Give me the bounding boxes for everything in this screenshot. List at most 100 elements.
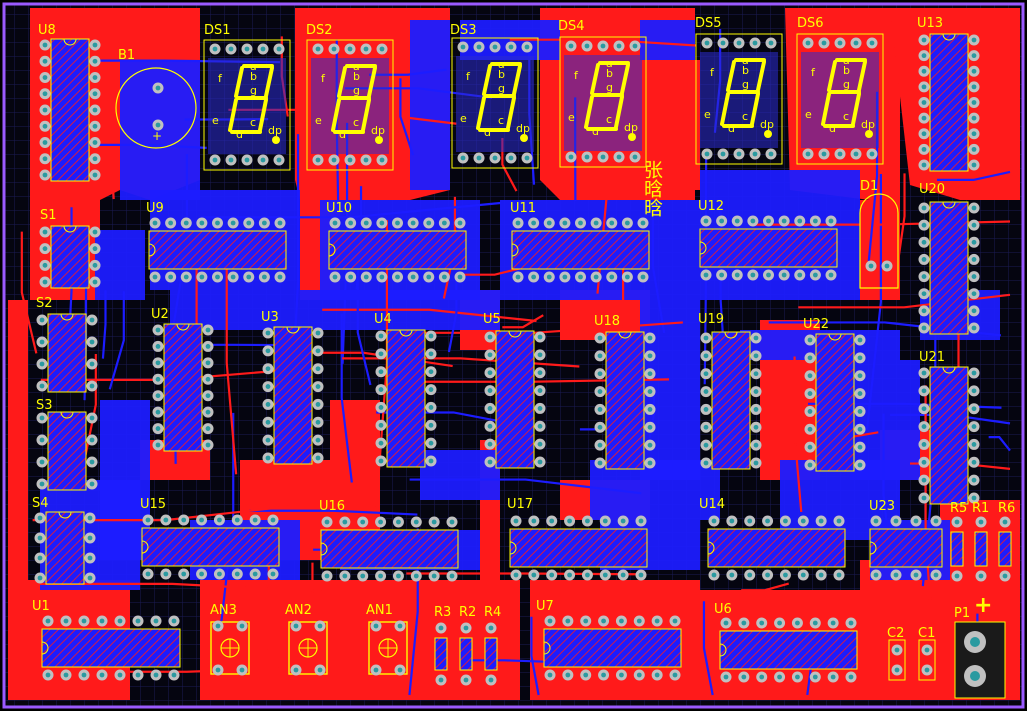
ic-u7-pin-t5-hole — [637, 619, 642, 624]
ic-u8-pin-l7-hole — [43, 156, 48, 161]
label-an3: AN3 — [210, 603, 237, 618]
ic-u21-pin-l6-hole — [922, 478, 927, 483]
label-u15: U15 — [140, 497, 166, 512]
ic-u18-pin-l2-hole — [598, 371, 603, 376]
ic-u10-pin-t1-hole — [348, 221, 353, 226]
label-u2: U2 — [151, 307, 169, 322]
ic-u18-pin-l0-hole — [598, 336, 603, 341]
ic-u13-pin-r4-hole — [972, 100, 977, 105]
ic-u7-pin-t3-hole — [601, 619, 606, 624]
ds3-pin-t0-hole — [461, 45, 466, 50]
ic-u7-pin-t6-hole — [655, 619, 660, 624]
ds5-pin-t1-hole — [721, 41, 726, 46]
ic-u3-pin-l2-hole — [266, 366, 271, 371]
ic-u19-pin-l4-hole — [704, 407, 709, 412]
ic-u3-pin-r7-hole — [316, 456, 321, 461]
display-ds3: fabgecddp — [452, 38, 538, 168]
ic-u6-pin-t5-hole — [813, 621, 818, 626]
ic-u11-pin-b6-hole — [609, 275, 614, 280]
ic-u17-pin-b5-hole — [603, 573, 608, 578]
ic-u4-pin-l4-hole — [379, 405, 384, 410]
ic-u22-pin-l5-hole — [808, 427, 813, 432]
ds6-pin-b3-hole — [854, 152, 859, 157]
ds6-segment-dp — [865, 130, 873, 138]
ic-s1-pin-r2-hole — [93, 263, 98, 268]
ic-u20-pin-l7-hole — [922, 326, 927, 331]
ds1-pin-t1-hole — [229, 47, 234, 52]
ic-u14-pin-t5-hole — [801, 519, 806, 524]
ic-u13-body — [930, 34, 968, 171]
ic-s1-pin-l2-hole — [43, 263, 48, 268]
ic-u22-pin-r6-hole — [858, 445, 863, 450]
ds2-pin-label-b: b — [353, 70, 360, 83]
ic-u23-pin-b0-hole — [874, 573, 879, 578]
label-u19: U19 — [698, 312, 724, 327]
ds6-pin-label-b: b — [843, 64, 850, 77]
ic-u12-pin-b3-hole — [750, 273, 755, 278]
ic-u9-pin-b8-hole — [278, 275, 283, 280]
label-s2: S2 — [36, 296, 53, 311]
ic-u4-pin-r4-hole — [429, 405, 434, 410]
ic-u13-pin-l4-hole — [922, 100, 927, 105]
label-r4: R4 — [484, 605, 501, 620]
ic-u2-pin-l0-hole — [156, 328, 161, 333]
ic-u1-pin-b1-hole — [64, 673, 69, 678]
ic-u12-pin-t3-hole — [750, 219, 755, 224]
label-u9: U9 — [146, 201, 164, 216]
ic-u21-pin-r6-hole — [972, 478, 977, 483]
label-ds5: DS5 — [695, 16, 722, 31]
ic-u14-pin-t6-hole — [819, 519, 824, 524]
ds1-pin-label-b: b — [250, 70, 257, 83]
ic-u15-pin-t4-hole — [217, 518, 222, 523]
ic-u16-pin-t6-hole — [432, 520, 437, 525]
capacitor-c1-pin2-hole — [925, 668, 930, 673]
ic-u4-pin-r0-hole — [429, 334, 434, 339]
ic-u7-pin-b6-hole — [655, 673, 660, 678]
ic-u21-pin-l1-hole — [922, 388, 927, 393]
ic-u12-pin-t8-hole — [829, 219, 834, 224]
ic-u13-pin-r2-hole — [972, 69, 977, 74]
ic-u23-pin-t2-hole — [914, 519, 919, 524]
ic-u8 — [40, 39, 101, 181]
ic-u9-pin-b4-hole — [215, 275, 220, 280]
ic-u10-pin-t7-hole — [442, 221, 447, 226]
ic-u14-pin-b0-hole — [712, 573, 717, 578]
ic-u14-body — [708, 529, 845, 567]
ic-u10-pin-t4-hole — [395, 221, 400, 226]
ds3-pin-b4-hole — [525, 156, 530, 161]
ds5-pin-t4-hole — [769, 41, 774, 46]
ic-u18-pin-r5-hole — [648, 425, 653, 430]
label-d1: D1 — [860, 179, 878, 194]
ic-u12-pin-t6-hole — [797, 219, 802, 224]
ic-u3-pin-l1-hole — [266, 348, 271, 353]
ic-u19-pin-l7-hole — [704, 461, 709, 466]
ds3-pin-label-b: b — [498, 68, 505, 81]
ic-u2-pin-r4-hole — [206, 393, 211, 398]
ic-u2-body — [164, 324, 202, 451]
ic-u18-body — [606, 332, 644, 469]
ic-u10-pin-t5-hole — [411, 221, 416, 226]
ds5-segment-dp — [764, 130, 772, 138]
ic-s4-body — [46, 512, 84, 584]
ic-u18-pin-r2-hole — [648, 371, 653, 376]
display-ds2: fabgecddp — [307, 40, 393, 170]
ic-u12-pin-b4-hole — [766, 273, 771, 278]
ic-u4-pin-l3-hole — [379, 387, 384, 392]
ic-u19-pin-l1-hole — [704, 353, 709, 358]
ic-u8-pin-r6-hole — [93, 140, 98, 145]
label-r2: R2 — [459, 605, 476, 620]
ds1-pin-b0-hole — [213, 158, 218, 163]
ic-u15-body — [142, 528, 279, 566]
ic-u15-pin-b5-hole — [235, 572, 240, 577]
label-r1: R1 — [972, 501, 989, 516]
ic-u9-pin-t5-hole — [231, 221, 236, 226]
capacitor-c2-pin1-hole — [895, 648, 900, 653]
ds1-pin-b2-hole — [245, 158, 250, 163]
label-c1: C1 — [918, 626, 935, 641]
ic-u18-pin-r4-hole — [648, 407, 653, 412]
ic-u17-pin-b1-hole — [531, 573, 536, 578]
ds2-pin-label-e: e — [315, 114, 322, 127]
ic-u21-pin-r2-hole — [972, 406, 977, 411]
resistor-r4-body — [485, 638, 497, 670]
display-ds6: fabgecddp — [797, 34, 883, 164]
